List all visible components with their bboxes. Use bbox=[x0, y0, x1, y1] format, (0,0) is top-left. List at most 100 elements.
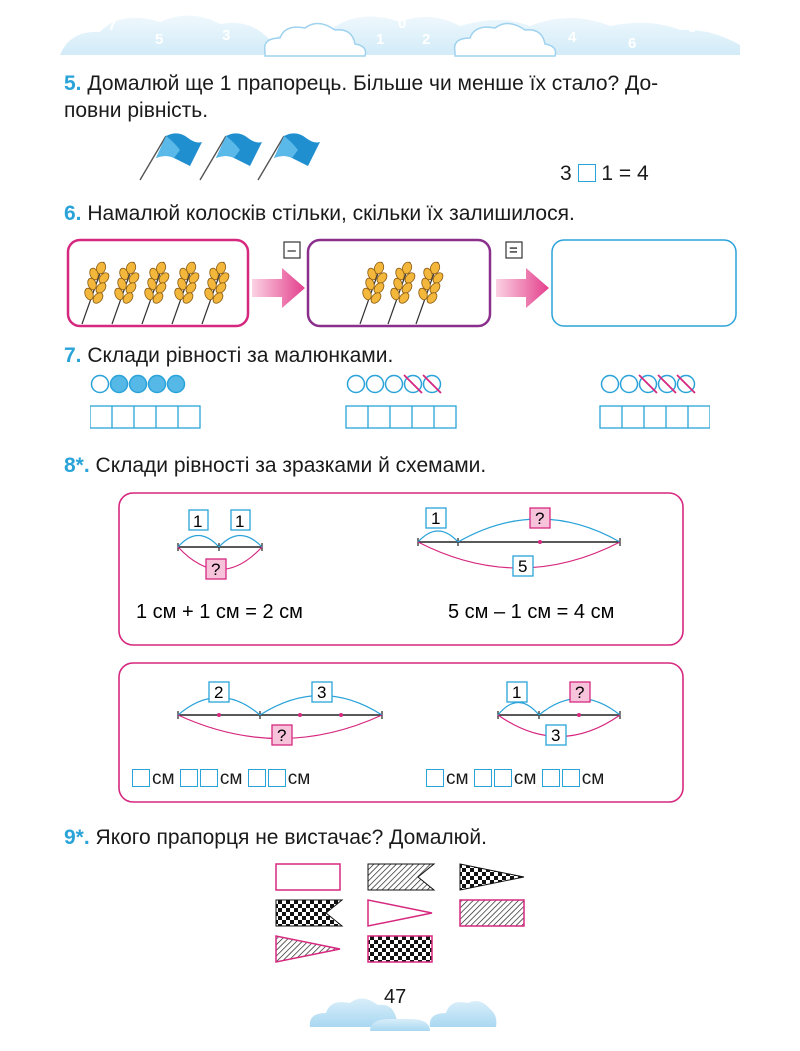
cloud-digit: 8 bbox=[688, 19, 696, 36]
answer-box[interactable] bbox=[179, 769, 198, 787]
circle-filled bbox=[109, 374, 129, 394]
cloud-digit: 2 bbox=[422, 31, 430, 48]
cloud-right bbox=[453, 22, 557, 57]
arrow-icon bbox=[252, 268, 305, 308]
cloud-digit: 3 bbox=[222, 27, 230, 44]
task5-line1: Домалюй ще 1 прапорець. Більше чи менше … bbox=[87, 72, 659, 95]
circles-group-2 bbox=[346, 374, 442, 394]
answer-box[interactable] bbox=[493, 769, 512, 787]
flag-icon bbox=[139, 133, 202, 181]
task6-number: 6. bbox=[64, 202, 82, 225]
equals-sign: = bbox=[509, 242, 518, 259]
equals-sign-box bbox=[505, 241, 523, 259]
flag-triangle-hatched bbox=[275, 935, 341, 963]
task5-number: 5. bbox=[64, 72, 82, 95]
circles-group-3 bbox=[600, 374, 696, 394]
circle-filled bbox=[166, 374, 186, 394]
circle-filled bbox=[128, 374, 148, 394]
task9-instruction: Якого прапорця не вистачає? Домалюй. bbox=[95, 826, 487, 849]
cloud-digit: 4 bbox=[568, 29, 577, 46]
answer-box[interactable] bbox=[199, 769, 218, 787]
circle-filled bbox=[147, 374, 167, 394]
question-box: ? bbox=[211, 560, 220, 579]
answer-box[interactable] bbox=[561, 769, 580, 787]
answer-box[interactable] bbox=[247, 769, 266, 787]
task8-text: 8*. Склади рівності за зразками й схемам… bbox=[64, 452, 754, 479]
flag-triangle-plain bbox=[367, 899, 433, 927]
segment-scheme-right: 1 ? 5 bbox=[417, 507, 621, 577]
task9-text: 9*. Якого прапорця не вистачає? Домалюй. bbox=[64, 824, 754, 851]
flag-swallowtail-checkered bbox=[275, 899, 344, 927]
task8-instruction: Склади рівності за зразками й схемами. bbox=[95, 454, 487, 477]
question-box: ? bbox=[277, 726, 286, 745]
box-five-ears bbox=[66, 238, 250, 328]
task8-panel-examples: 1 1 ? 1 см + 1 см = 2 см 1 ? 5 5 см – 1 … bbox=[118, 492, 684, 646]
answer-boxes-2[interactable] bbox=[345, 405, 457, 429]
answer-box[interactable] bbox=[426, 769, 444, 787]
task8-panel-exercises: 2 3 ? 1 ? 3 bbox=[118, 662, 684, 803]
answer-box[interactable] bbox=[541, 769, 560, 787]
circle-empty bbox=[384, 374, 404, 394]
footer-clouds bbox=[309, 998, 497, 1031]
task7-number: 7. bbox=[64, 344, 82, 367]
label-box: 1 bbox=[235, 512, 244, 531]
circle-empty bbox=[90, 374, 110, 394]
minus-sign: – bbox=[288, 242, 297, 259]
unit-label: см bbox=[446, 768, 469, 789]
answer-boxes-1[interactable] bbox=[90, 405, 201, 429]
unit-label: см bbox=[581, 768, 605, 789]
task8-answer-row-right: см см см bbox=[426, 768, 604, 790]
label-box: 2 bbox=[214, 683, 223, 702]
segment-scheme-left: 2 3 ? bbox=[177, 681, 383, 746]
arrow-icon bbox=[496, 268, 549, 308]
flag-rect-plain bbox=[275, 863, 341, 891]
header-cloud-banner: 7 5 3 1 0 2 4 6 8 bbox=[60, 15, 740, 57]
task8-answer-row-left: см см см bbox=[132, 768, 310, 790]
unit-label: см bbox=[513, 768, 537, 789]
example-equation-right: 5 см – 1 см = 4 см bbox=[448, 601, 614, 623]
task9-number: 9*. bbox=[64, 826, 90, 849]
task5-text: 5. Домалюй ще 1 прапорець. Більше чи мен… bbox=[64, 70, 754, 124]
task7-pictures bbox=[90, 374, 710, 429]
cloud-digit: 6 bbox=[628, 35, 636, 52]
task6-diagram: – = bbox=[66, 238, 737, 328]
cloud-digit: 5 bbox=[155, 31, 163, 48]
cloud-digit: 0 bbox=[398, 15, 406, 32]
unit-label: см bbox=[219, 768, 243, 789]
unit-label: см bbox=[152, 768, 175, 789]
task9-flag-grid bbox=[275, 863, 525, 963]
cloud-digit: 1 bbox=[376, 31, 384, 48]
label-box: 3 bbox=[551, 726, 560, 745]
segment-scheme-left: 1 1 ? bbox=[177, 509, 263, 580]
task5-equation: 3 1 = 4 bbox=[560, 162, 649, 186]
example-equation-left: 1 см + 1 см = 2 см bbox=[136, 601, 303, 623]
label-box: 5 bbox=[518, 557, 527, 576]
flag-rect-hatched bbox=[459, 899, 525, 927]
task5-flags bbox=[139, 133, 320, 181]
answer-boxes-3[interactable] bbox=[599, 405, 710, 429]
minus-sign-box bbox=[283, 241, 301, 259]
cloud-digit: 7 bbox=[108, 17, 116, 34]
task5-answer-box[interactable] bbox=[577, 164, 596, 182]
flag-swallowtail-hatched bbox=[367, 863, 436, 891]
label-box: 1 bbox=[193, 512, 202, 531]
answer-drawing-box[interactable] bbox=[551, 239, 737, 327]
answer-box[interactable] bbox=[132, 769, 150, 787]
question-box: ? bbox=[535, 509, 544, 528]
task5-eq-right: 1 = 4 bbox=[601, 162, 649, 185]
flag-rect-checkered bbox=[367, 935, 433, 963]
segment-scheme-right: 1 ? 3 bbox=[497, 681, 621, 746]
answer-box[interactable] bbox=[267, 769, 286, 787]
task7-instruction: Склади рівності за малюнками. bbox=[87, 344, 394, 367]
flag-icon bbox=[199, 133, 262, 181]
label-box: 1 bbox=[512, 683, 521, 702]
answer-box[interactable] bbox=[473, 769, 492, 787]
task6-text: 6. Намалюй колосків стільки, скільки їх … bbox=[64, 200, 754, 227]
circles-group-1 bbox=[90, 374, 186, 394]
question-box: ? bbox=[575, 683, 584, 702]
circle-empty bbox=[365, 374, 385, 394]
task6-instruction: Намалюй колосків стільки, скільки їх зал… bbox=[87, 202, 575, 225]
label-box: 1 bbox=[431, 509, 440, 528]
page-number: 47 bbox=[384, 986, 407, 1008]
cloud-left bbox=[263, 22, 367, 57]
